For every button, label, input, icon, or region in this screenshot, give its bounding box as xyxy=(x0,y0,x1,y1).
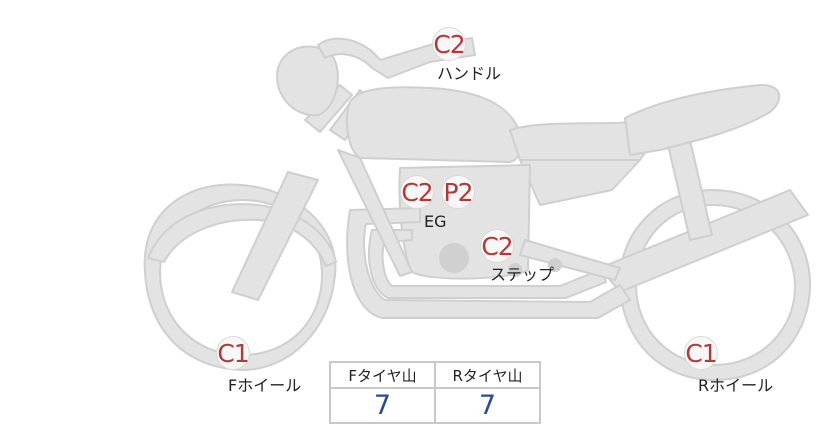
rear-wheel-condition-badge[interactable]: C1 xyxy=(684,336,718,370)
rear-cowl xyxy=(625,85,779,155)
handle-label: ハンドル xyxy=(437,60,501,84)
tire-tread-table: Fタイヤ山 Rタイヤ山 7 7 xyxy=(329,361,541,424)
rear-wheel-label: Rホイール xyxy=(698,372,773,396)
engine-detail xyxy=(439,243,469,273)
rear-tire-tread-header: Rタイヤ山 xyxy=(435,362,540,388)
front-tire-tread-value[interactable]: 7 xyxy=(330,388,435,423)
side-cover xyxy=(520,160,640,205)
front-tire-tread-header: Fタイヤ山 xyxy=(330,362,435,388)
rear-tire-tread-value[interactable]: 7 xyxy=(435,388,540,423)
front-wheel-label: Fホイール xyxy=(228,372,301,396)
front-wheel-condition-badge[interactable]: C1 xyxy=(216,336,250,370)
step-condition-badge[interactable]: C2 xyxy=(480,229,514,263)
step-label: ステップ xyxy=(490,261,554,285)
engine-parts-badge[interactable]: P2 xyxy=(441,175,475,209)
handle-condition-badge[interactable]: C2 xyxy=(432,27,466,61)
engine-condition-badge[interactable]: C2 xyxy=(400,175,434,209)
engine-label: EG xyxy=(424,212,447,231)
fuel-tank xyxy=(347,87,521,162)
